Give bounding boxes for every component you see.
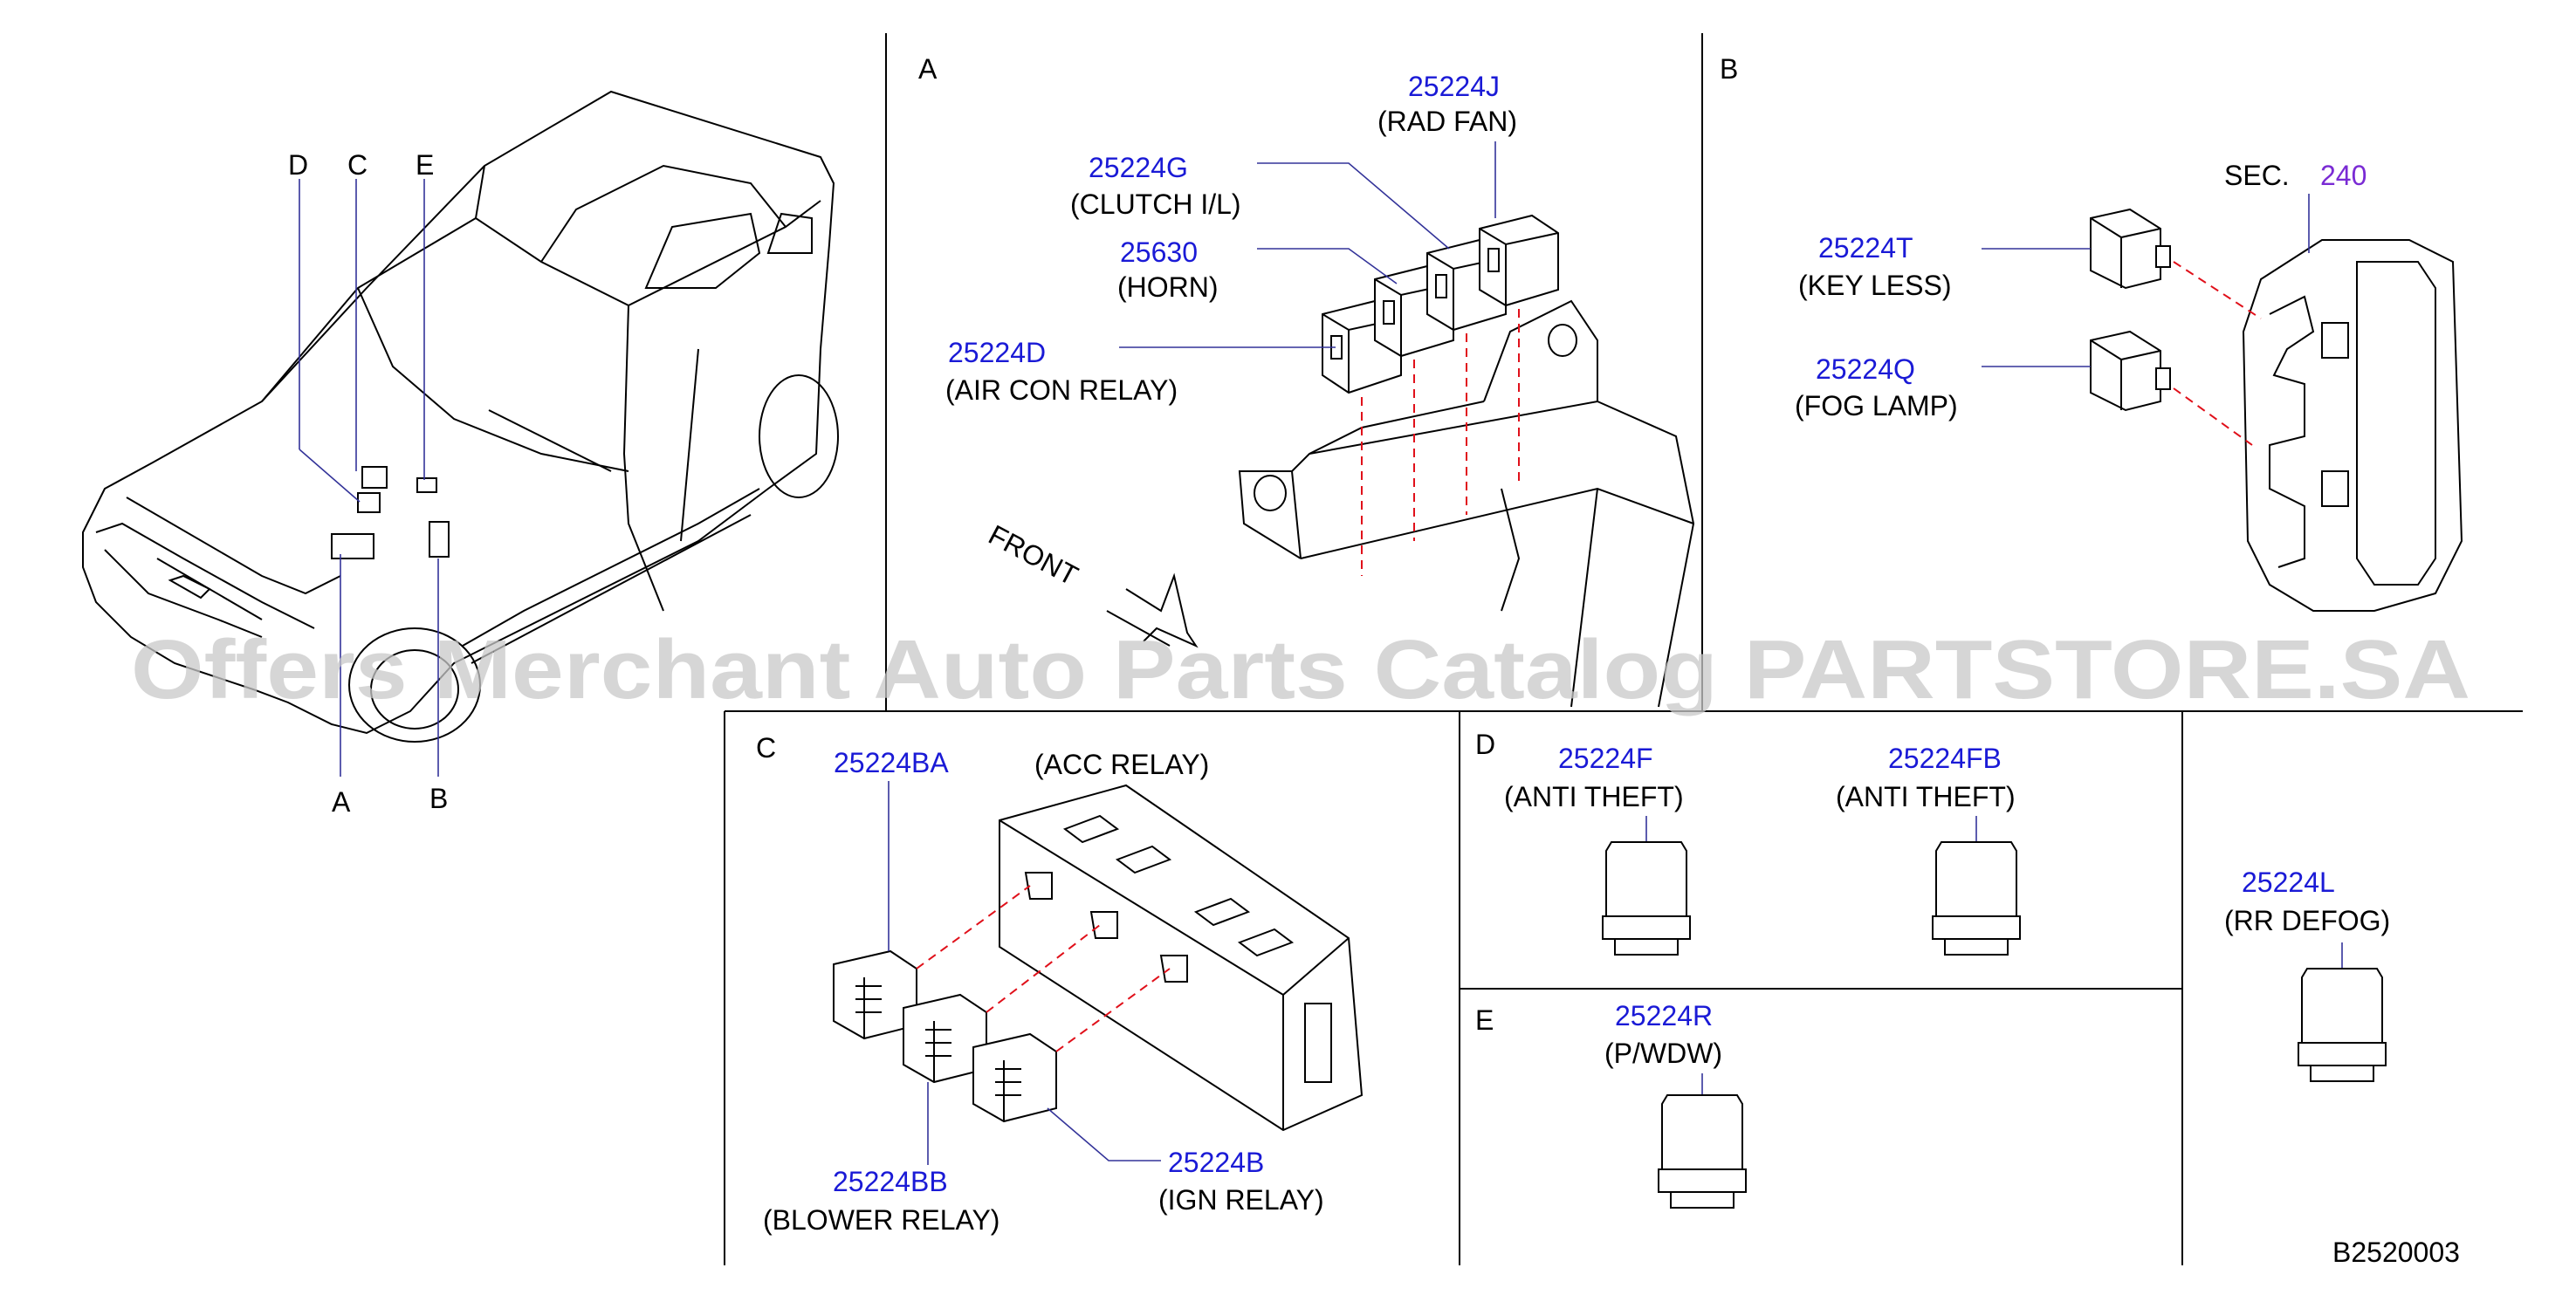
vehicle-callout-d: D <box>288 149 308 181</box>
section-label[interactable]: SEC. <box>2224 160 2290 191</box>
anti-theft-1-description: (ANTI THEFT) <box>1504 781 1684 812</box>
horn-part-number: 25630 <box>1120 236 1198 268</box>
acc-relay-description: (ACC RELAY) <box>1034 749 1209 780</box>
clutch-description: (CLUTCH I/L) <box>1070 188 1241 220</box>
rr-defog-relay <box>2298 942 2387 1082</box>
panel-e-relay <box>1658 1073 1747 1209</box>
blower-relay-part-number: 25224BB <box>833 1166 948 1197</box>
panel-d-label: D <box>1475 729 1495 760</box>
panel-d-relays <box>1602 816 2021 956</box>
panel-borders <box>724 33 2523 1265</box>
vehicle-callout-e: E <box>416 149 434 181</box>
rad-fan-part-number: 25224J <box>1408 71 1500 102</box>
clutch-part-number: 25224G <box>1089 152 1188 183</box>
acc-relay-part-number: 25224BA <box>834 747 949 778</box>
panel-b-relays <box>1982 208 2262 446</box>
rr-defog-description: (RR DEFOG) <box>2224 905 2390 936</box>
air-con-part-number: 25224D <box>948 337 1046 368</box>
anti-theft-2-part-number: 25224FB <box>1888 743 2002 774</box>
vehicle-callout-a: A <box>332 786 351 818</box>
panel-b-label: B <box>1720 53 1738 85</box>
section-number-link[interactable]: 240 <box>2320 160 2366 191</box>
anti-theft-2-description: (ANTI THEFT) <box>1836 781 2016 812</box>
watermark: Offers Merchant Auto Parts Catalog PARTS… <box>131 623 2470 716</box>
vehicle-illustration <box>82 90 839 777</box>
junction-block <box>2242 194 2463 612</box>
horn-description: (HORN) <box>1117 271 1219 303</box>
key-less-part-number: 25224T <box>1818 232 1913 264</box>
pwdw-description: (P/WDW) <box>1604 1038 1722 1069</box>
panel-c-label: C <box>756 732 776 764</box>
rr-defog-part-number: 25224L <box>2242 867 2335 898</box>
air-con-description: (AIR CON RELAY) <box>945 374 1178 406</box>
vehicle-callout-c: C <box>347 149 368 181</box>
panel-c-relays <box>833 781 1171 1165</box>
diagram-code: B2520003 <box>2332 1237 2460 1268</box>
ign-relay-description: (IGN RELAY) <box>1158 1184 1324 1216</box>
front-direction-label: FRONT <box>984 518 1083 592</box>
front-arrow-icon <box>1106 572 1199 648</box>
anti-theft-1-part-number: 25224F <box>1558 743 1653 774</box>
vehicle-callout-b: B <box>429 783 448 814</box>
panel-a-relays <box>1322 214 1559 394</box>
panel-a-dashed-leaders <box>1361 309 1520 576</box>
pwdw-part-number: 25224R <box>1615 1000 1713 1031</box>
panel-a-label: A <box>918 53 938 85</box>
panel-e-label: E <box>1475 1004 1494 1036</box>
relay-box <box>999 784 1364 1132</box>
fog-lamp-part-number: 25224Q <box>1816 353 1915 385</box>
key-less-description: (KEY LESS) <box>1798 270 1951 301</box>
panel-a-callout-lines <box>1119 141 1496 348</box>
fog-lamp-description: (FOG LAMP) <box>1795 390 1958 421</box>
blower-relay-description: (BLOWER RELAY) <box>763 1204 999 1236</box>
rad-fan-description: (RAD FAN) <box>1377 106 1517 137</box>
ign-relay-part-number: 25224B <box>1168 1147 1264 1178</box>
